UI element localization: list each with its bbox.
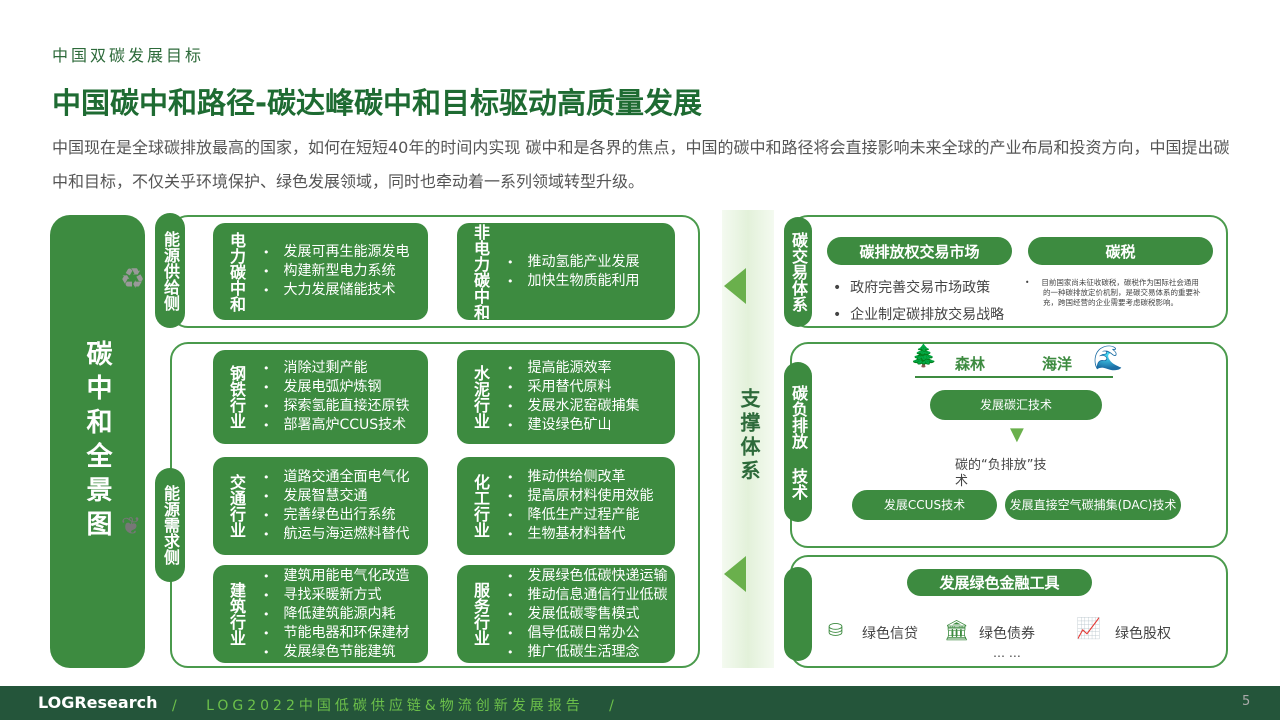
list-item: 发展水泥窑碳捕集 — [507, 397, 640, 416]
list-item: 发展智慧交通 — [263, 487, 410, 506]
market-item: • 企业制定碳排放交易战略 — [833, 307, 1005, 323]
sector-card: 水泥行业提高能源效率采用替代原料发展水泥窑碳捕集建设绿色矿山 — [457, 350, 675, 444]
sector-card: 化工行业推动供给侧改革提高原材料使用效能降低生产过程产能生物基材料替代 — [457, 457, 675, 555]
sector-title: 化工行业 — [471, 474, 490, 538]
list-item: 寻找采暖新方式 — [263, 586, 410, 605]
sector-card: 建筑行业建筑用能电气化改造寻找采暖新方式降低建筑能源内耗节能电器和环保建材发展绿… — [213, 565, 428, 663]
recycle-icon: ♻ — [120, 262, 146, 295]
footer-bar — [0, 686, 1280, 720]
list-item: 构建新型电力系统 — [263, 262, 410, 281]
list-item: 发展低碳零售模式 — [507, 605, 668, 624]
finance-label — [784, 567, 812, 661]
trade-label: 碳交易体系 — [784, 217, 812, 327]
sector-list: 道路交通全面电气化发展智慧交通完善绿色出行系统航运与海运燃料替代 — [263, 468, 410, 544]
sector-title: 水泥行业 — [471, 365, 490, 429]
growth-icon: 📈 — [1076, 616, 1101, 640]
sector-list: 消除过剩产能发展电弧炉炼钢探索氢能直接还原铁部署高炉CCUS技术 — [263, 359, 410, 435]
list-item: 推动信息通信行业低碳 — [507, 586, 668, 605]
sector-card: 电力碳中和发展可再生能源发电构建新型电力系统大力发展储能技术 — [213, 223, 428, 320]
sector-card: 钢铁行业消除过剩产能发展电弧炉炼钢探索氢能直接还原铁部署高炉CCUS技术 — [213, 350, 428, 444]
sector-list: 建筑用能电气化改造寻找采暖新方式降低建筑能源内耗节能电器和环保建材发展绿色节能建… — [263, 567, 410, 662]
bank-icon: 🏛 — [944, 618, 970, 642]
sink-pill: 发展碳汇技术 — [930, 390, 1102, 420]
main-label: 碳中和全景图 — [50, 215, 145, 668]
list-item: 探索氢能直接还原铁 — [263, 397, 410, 416]
center-text: 碳的“负排放”技术 — [955, 458, 1047, 489]
ccus-pill: 发展CCUS技术 — [852, 490, 997, 520]
tax-note-text: 目前国家尚未征收碳税，碳税作为国际社会通用的一种碳排放定价机制，是碳交易体系的重… — [1041, 278, 1201, 307]
sector-list: 推动氢能产业发展加快生物质能利用 — [507, 253, 640, 291]
sector-list: 发展绿色低碳快递运输推动信息通信行业低碳发展低碳零售模式倡导低碳日常办公推广低碳… — [507, 567, 668, 662]
sector-title: 交通行业 — [227, 474, 246, 538]
section-label: 中国双碳发展目标 — [52, 46, 205, 65]
finance-item: 绿色股权 — [1115, 626, 1171, 642]
dac-pill: 发展直接空气碳捕集(DAC)技术 — [1005, 490, 1181, 520]
list-item: 推广低碳生活理念 — [507, 643, 668, 662]
footer-text: / LOG2022中国低碳供应链&物流创新发展报告 / — [172, 698, 618, 714]
tax-note: • 目前国家尚未征收碳税，碳税作为国际社会通用的一种碳排放定价机制，是碳交易体系… — [1025, 278, 1201, 307]
list-item: 完善绿色出行系统 — [263, 506, 410, 525]
forest-label: 森林 — [955, 355, 986, 373]
page-title: 中国碳中和路径-碳达峰碳中和目标驱动高质量发展 — [52, 86, 703, 120]
sector-title: 建筑行业 — [227, 582, 246, 646]
sector-card: 服务行业发展绿色低碳快递运输推动信息通信行业低碳发展低碳零售模式倡导低碳日常办公… — [457, 565, 675, 663]
page-number: 5 — [1242, 694, 1251, 709]
sector-list: 推动供给侧改革提高原材料使用效能降低生产过程产能生物基材料替代 — [507, 468, 654, 544]
support-label: 支撑体系 — [737, 388, 761, 484]
list-item: 提高能源效率 — [507, 359, 640, 378]
arrow-down-icon: ▼ — [1010, 424, 1024, 445]
finance-item: 绿色债券 — [979, 626, 1035, 642]
list-item: 加快生物质能利用 — [507, 272, 640, 291]
list-item: 航运与海运燃料替代 — [263, 525, 410, 544]
wave-icon: 🌊 — [1093, 344, 1123, 372]
sector-card: 非电力碳中和推动氢能产业发展加快生物质能利用 — [457, 223, 675, 320]
list-item: 采用替代原料 — [507, 378, 640, 397]
list-item: 发展电弧炉炼钢 — [263, 378, 410, 397]
negative-label: 碳负排放 技术 — [784, 362, 812, 522]
sector-title: 钢铁行业 — [227, 365, 246, 429]
leaf-icon: ❦ — [121, 512, 142, 540]
demand-label: 能源需求侧 — [155, 468, 185, 582]
market-item-text: 企业制定碳排放交易战略 — [850, 307, 1005, 323]
finance-title: 发展绿色金融工具 — [907, 569, 1092, 596]
sector-card: 交通行业道路交通全面电气化发展智慧交通完善绿色出行系统航运与海运燃料替代 — [213, 457, 428, 555]
list-item: 降低建筑能源内耗 — [263, 605, 410, 624]
list-item: 提高原材料使用效能 — [507, 487, 654, 506]
list-item: 发展绿色低碳快递运输 — [507, 567, 668, 586]
list-item: 建筑用能电气化改造 — [263, 567, 410, 586]
supply-label: 能源供给侧 — [155, 213, 185, 328]
sector-title: 电力碳中和 — [227, 231, 246, 312]
list-item: 降低生产过程产能 — [507, 506, 654, 525]
list-item: 建设绿色矿山 — [507, 416, 640, 435]
list-item: 部署高炉CCUS技术 — [263, 416, 410, 435]
list-item: 倡导低碳日常办公 — [507, 624, 668, 643]
market-item: • 政府完善交易市场政策 — [833, 280, 991, 296]
list-item: 生物基材料替代 — [507, 525, 654, 544]
list-item: 消除过剩产能 — [263, 359, 410, 378]
list-item: 推动氢能产业发展 — [507, 253, 640, 272]
arrow-left-icon — [724, 268, 746, 304]
arrow-left-icon — [724, 556, 746, 592]
intro-text: 中国现在是全球碳排放最高的国家，如何在短短40年的时间内实现 碳中和是各界的焦点… — [52, 138, 1230, 191]
list-item: 节能电器和环保建材 — [263, 624, 410, 643]
list-item: 道路交通全面电气化 — [263, 468, 410, 487]
list-item: 大力发展储能技术 — [263, 281, 410, 300]
sector-list: 提高能源效率采用替代原料发展水泥窑碳捕集建设绿色矿山 — [507, 359, 640, 435]
list-item: 推动供给侧改革 — [507, 468, 654, 487]
ocean-label: 海洋 — [1042, 355, 1073, 373]
sector-title: 服务行业 — [471, 582, 490, 646]
list-item: 发展绿色节能建筑 — [263, 643, 410, 662]
finance-more: … … — [993, 646, 1021, 660]
coins-icon: ⛁ — [828, 620, 844, 641]
list-item: 发展可再生能源发电 — [263, 243, 410, 262]
footer-logo: LOGResearch — [38, 693, 158, 712]
sector-list: 发展可再生能源发电构建新型电力系统大力发展储能技术 — [263, 243, 410, 300]
market-item-text: 政府完善交易市场政策 — [850, 280, 991, 296]
forest-icon: 🌲 — [910, 344, 938, 369]
sector-title: 非电力碳中和 — [471, 223, 490, 320]
tax-pill: 碳税 — [1028, 237, 1213, 265]
connector-line — [915, 376, 1113, 378]
finance-item: 绿色信贷 — [862, 626, 918, 642]
market-pill: 碳排放权交易市场 — [827, 237, 1012, 265]
